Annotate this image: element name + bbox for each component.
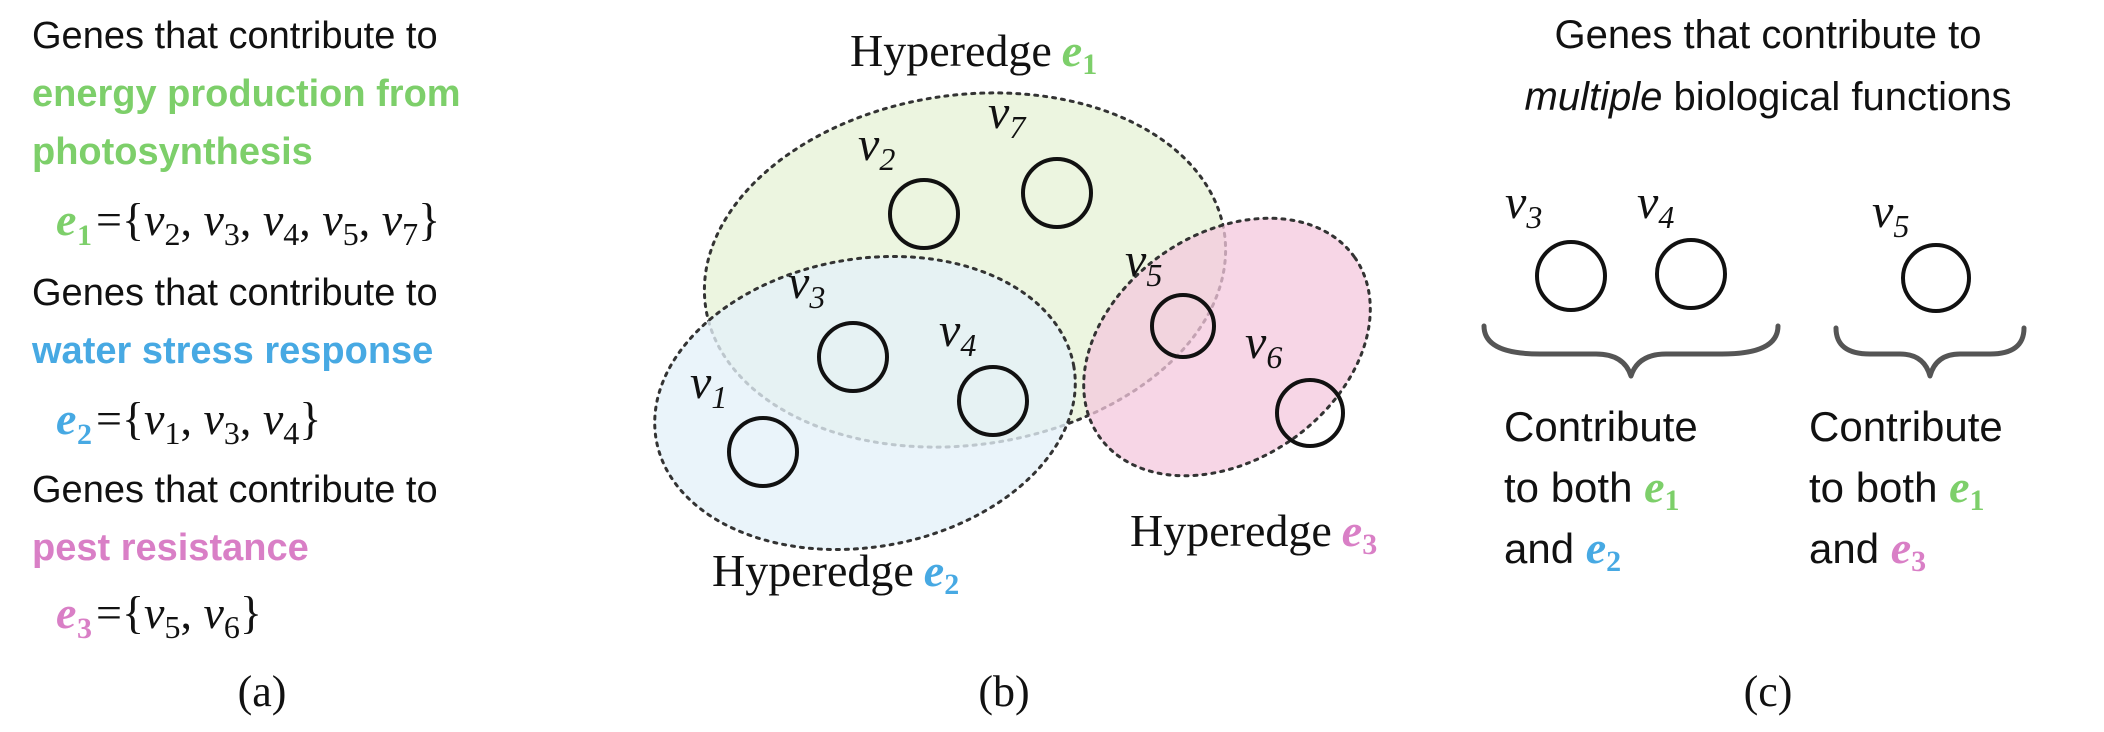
function-1-line-2: photosynthesis — [32, 131, 313, 173]
hyperedge-e3-region — [1082, 216, 1372, 478]
lead-text-2: Genes that contribute to — [32, 272, 438, 314]
edge-1-label: e — [56, 194, 76, 245]
edge-3-subscript: 3 — [77, 612, 92, 645]
vertex-node-v1 — [727, 416, 799, 488]
brace-group-1 — [1481, 323, 1781, 379]
vertex-node-c-v3 — [1535, 240, 1607, 312]
edge-3-label: e — [56, 587, 76, 638]
panel-a: Genes that contribute to energy producti… — [31, 15, 461, 716]
brace-group-2 — [1833, 325, 2027, 379]
vertex-node-v5 — [1150, 293, 1216, 359]
caption-b: (b) — [978, 667, 1029, 716]
lead-text-3: Genes that contribute to — [32, 469, 438, 511]
vertex-node-v2 — [888, 178, 960, 250]
vertex-node-v3 — [817, 321, 889, 393]
function-2: water stress response — [31, 330, 433, 372]
group-1-line-2: to both e1 — [1504, 461, 1680, 517]
caption-a: (a) — [238, 667, 287, 716]
vertex-label-v7: v7 — [988, 86, 1027, 145]
edge-2-set: ={v1, v3, v4} — [96, 393, 321, 451]
vertex-label-v2: v2 — [858, 118, 895, 177]
edge-2-definition: e 2 ={v1, v3, v4} — [56, 393, 321, 451]
panel-c-title-line-1: Genes that contribute to — [1555, 13, 1982, 57]
vertex-node-v6 — [1275, 378, 1345, 448]
vertex-node-c-v5 — [1901, 243, 1971, 313]
edge-1-subscript: 1 — [77, 219, 92, 252]
vertex-labels: v1 v2 v3 v4 v5 v6 v7 — [690, 86, 1282, 415]
edge-1-set: ={v2, v3, v4, v5, v7} — [96, 194, 440, 252]
vertex-label-c-v5: v5 — [1872, 185, 1909, 244]
group-2-line-2: to both e1 — [1809, 461, 1985, 517]
group-2-line-3: and e3 — [1809, 522, 1926, 578]
vertex-label-v6: v6 — [1245, 316, 1282, 375]
function-1-line-1: energy production from — [32, 73, 461, 115]
lead-text-1: Genes that contribute to — [32, 15, 438, 57]
panel-c: Genes that contribute to multiple biolog… — [1481, 13, 2027, 716]
vertex-node-c-v4 — [1655, 238, 1727, 310]
group-2-line-1: Contribute — [1809, 403, 2003, 450]
vertex-label-v3: v3 — [788, 256, 825, 315]
hyperedge-e2-region — [653, 254, 1077, 552]
vertex-label-c-v3: v3 — [1505, 176, 1542, 235]
vertex-label-v4: v4 — [939, 304, 976, 363]
panel-c-title-line-2: multiple biological functions — [1525, 75, 2012, 119]
function-3: pest resistance — [32, 527, 309, 569]
edge-3-set: ={v5, v6} — [96, 587, 262, 645]
caption-c: (c) — [1744, 667, 1793, 716]
vertex-node-v4 — [957, 365, 1029, 437]
vertex-label-v1: v1 — [690, 356, 727, 415]
vertex-node-v7 — [1021, 157, 1093, 229]
vertex-label-v5: v5 — [1125, 234, 1162, 293]
edge-3-definition: e 3 ={v5, v6} — [56, 587, 262, 645]
group-1-line-1: Contribute — [1504, 403, 1698, 450]
edge-2-label: e — [56, 393, 76, 444]
edge-1-definition: e 1 ={v2, v3, v4, v5, v7} — [56, 194, 440, 252]
group-1-line-3: and e2 — [1504, 522, 1621, 578]
edge-2-subscript: 2 — [77, 418, 92, 451]
vertex-label-c-v4: v4 — [1637, 176, 1674, 235]
